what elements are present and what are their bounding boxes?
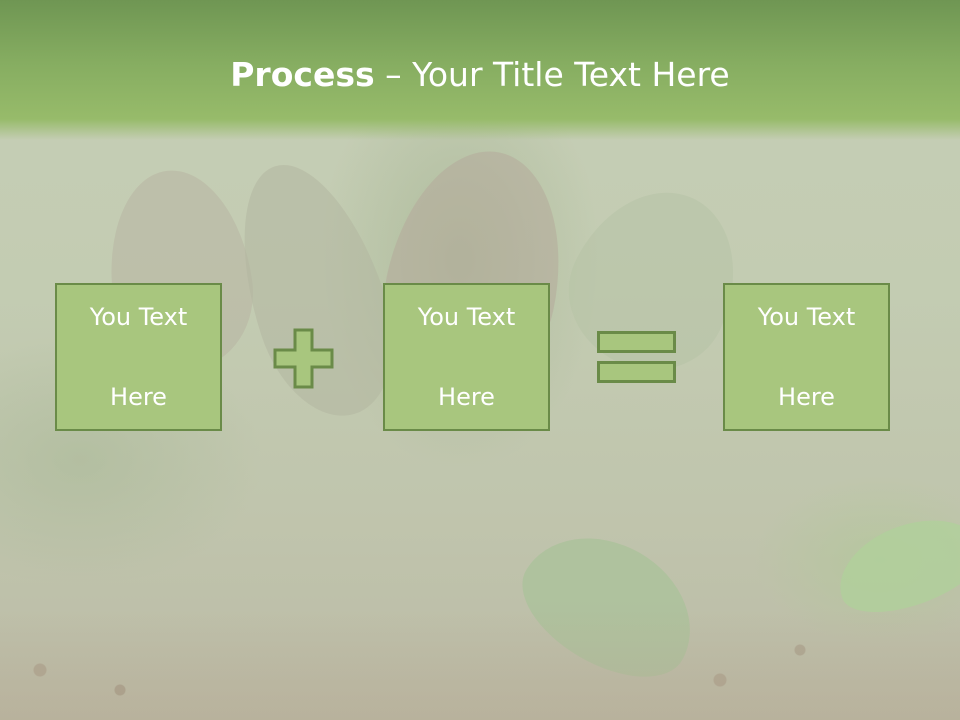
title-separator: – <box>374 55 413 94</box>
process-box-label-line1: You Text <box>89 303 188 331</box>
plus-icon <box>273 328 334 389</box>
process-box-label-line2: Here <box>778 383 835 411</box>
process-box-label-line2: Here <box>438 383 495 411</box>
title-bar <box>0 0 960 140</box>
title-rest: Your Title Text Here <box>412 55 730 94</box>
background-gravel <box>0 610 960 720</box>
title-bold: Process <box>230 55 375 94</box>
equals-icon <box>597 331 676 383</box>
process-box-label-line1: You Text <box>757 303 856 331</box>
slide-title[interactable]: Process – Your Title Text Here <box>0 53 960 97</box>
process-box-label-line2: Here <box>110 383 167 411</box>
process-box-label-line1: You Text <box>417 303 516 331</box>
